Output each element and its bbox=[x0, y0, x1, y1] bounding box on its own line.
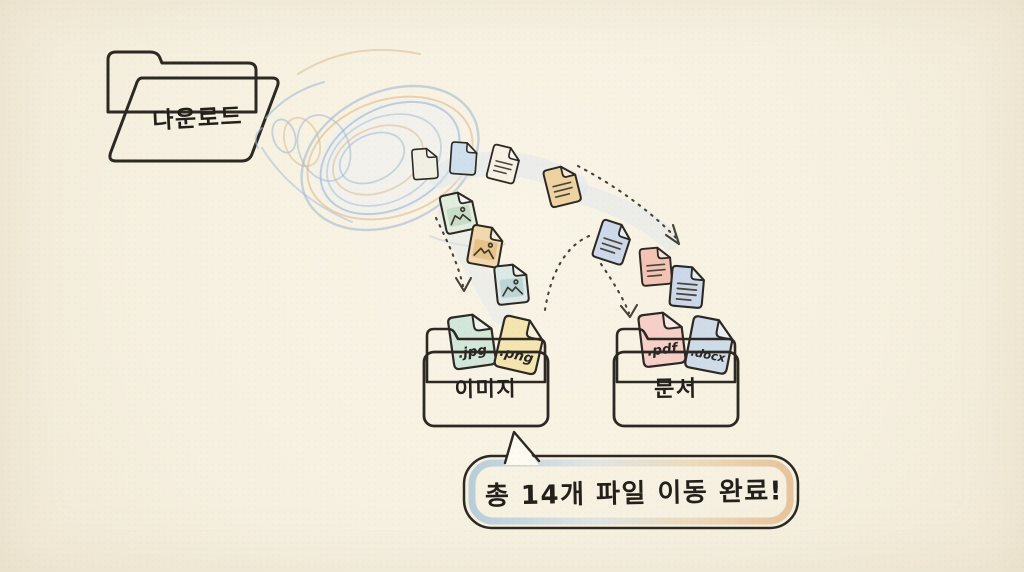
downloads-folder-back bbox=[106, 50, 258, 114]
flying-file-text-pink bbox=[638, 246, 673, 287]
documents-folder-label: 문서 bbox=[654, 377, 698, 403]
flying-file-blank-blue bbox=[449, 141, 478, 176]
flying-file-blank-white bbox=[411, 147, 439, 181]
speech-bubble-text: 총 14개 파일 이동 완료! bbox=[485, 476, 784, 511]
flying-file-image-green bbox=[438, 191, 479, 235]
pdf-extension-label: .pdf bbox=[646, 340, 680, 360]
documents-folder: .pdf .docx 문서 bbox=[612, 311, 740, 428]
jpg-file-icon: .jpg bbox=[447, 313, 497, 371]
flying-file-text-white bbox=[485, 143, 520, 185]
tornado-swirl-icon bbox=[254, 49, 506, 248]
png-file-icon: .png bbox=[493, 314, 544, 376]
downloads-folder-label: 다운로드 bbox=[152, 104, 244, 135]
flying-file-text-blue-1 bbox=[591, 218, 631, 266]
arrow-to-documents-folder bbox=[599, 262, 639, 319]
speech-bubble: 총 14개 파일 이동 완료! bbox=[462, 430, 800, 530]
downloads-folder-front bbox=[108, 76, 280, 163]
images-folder-back bbox=[425, 327, 547, 384]
flying-file-text-orange bbox=[542, 165, 582, 209]
flying-file-text-blue-2 bbox=[668, 264, 705, 309]
images-folder-label: 이미지 bbox=[454, 376, 517, 401]
arrow-between-folders bbox=[543, 234, 591, 312]
speech-bubble-watercolor-ring bbox=[468, 459, 794, 525]
text-lines-icon bbox=[492, 160, 513, 175]
page-fold bbox=[425, 147, 438, 159]
downloads-folder: 다운로드 bbox=[106, 50, 280, 163]
docx-extension-label: .docx bbox=[690, 345, 727, 365]
image-glyph-icon bbox=[450, 213, 472, 226]
images-folder-front bbox=[422, 350, 550, 428]
arrowhead-icon bbox=[454, 276, 473, 293]
documents-folder-front bbox=[612, 350, 740, 428]
arrow-to-images-folder bbox=[434, 216, 473, 293]
flying-file-image-teal bbox=[493, 263, 530, 306]
images-folder: .jpg .png 이미지 bbox=[422, 313, 550, 428]
speech-bubble-body bbox=[462, 454, 800, 530]
speech-bubble-tail bbox=[505, 432, 539, 465]
flying-file-image-orange bbox=[466, 224, 504, 269]
arrowhead-icon bbox=[619, 303, 639, 319]
arrow-over-doc-stream bbox=[576, 164, 681, 246]
documents-folder-back bbox=[615, 327, 737, 384]
png-extension-label: .png bbox=[498, 344, 535, 367]
docx-file-icon: .docx bbox=[684, 315, 734, 375]
arrowhead-icon bbox=[664, 223, 681, 246]
